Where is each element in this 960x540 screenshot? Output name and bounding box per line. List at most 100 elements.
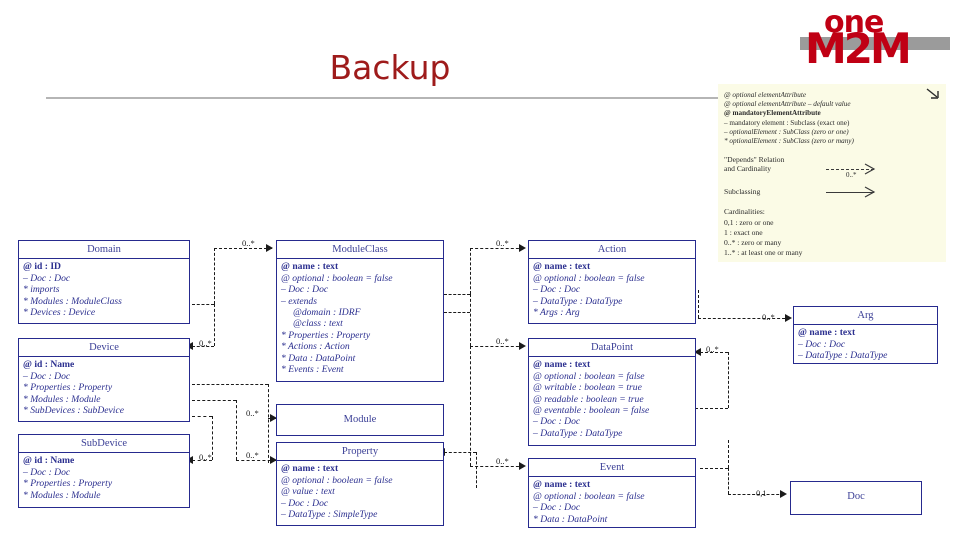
class-attribute: * Modules : Module xyxy=(23,393,101,405)
class-attribute: * Properties : Property xyxy=(23,478,113,490)
cardinality-label: 0..* xyxy=(496,336,509,346)
uml-class-action[interactable]: Action @ name : text @ optional : boolea… xyxy=(528,240,696,324)
class-attribute: * Actions : Action xyxy=(281,341,350,353)
connector-segment xyxy=(470,466,524,467)
connector-segment xyxy=(268,384,269,463)
legend-line-2: @ optional elementAttribute – default va… xyxy=(724,100,851,108)
legend-line-3: @ mandatoryElementAttribute xyxy=(724,109,821,117)
connector-segment xyxy=(470,346,524,347)
class-title: Action xyxy=(597,244,627,255)
class-attribute: * Data : DataPoint xyxy=(533,513,608,525)
class-attribute-list: @ name : text @ optional : boolean = fal… xyxy=(277,259,443,377)
legend-cardinality-3: 0..* : zero or many xyxy=(724,238,782,247)
class-attribute: – DataType : DataType xyxy=(533,427,623,439)
connector-segment xyxy=(470,294,471,346)
connector-segment xyxy=(444,294,470,295)
class-attribute: @ name : text xyxy=(281,463,339,475)
cardinality-label: 0..* xyxy=(762,312,775,322)
legend-line-1: @ optional elementAttribute xyxy=(724,91,807,99)
class-title: Doc xyxy=(847,491,865,502)
legend-line-5: – optionalElement : SubClass (zero or on… xyxy=(724,128,849,136)
legend-depends-arrowhead-icon xyxy=(864,163,876,175)
connector-segment xyxy=(192,346,214,347)
class-attribute: – Doc : Doc xyxy=(23,272,71,284)
class-attribute: @ name : text xyxy=(533,479,591,491)
legend-cardinality-4: 1..* : at least one or many xyxy=(724,248,803,257)
class-title: Device xyxy=(89,342,119,353)
connector-arrowhead-icon xyxy=(270,414,277,422)
uml-class-moduleclass[interactable]: ModuleClass @ name : text @ optional : b… xyxy=(276,240,444,382)
class-attribute: @domain : IDRF xyxy=(293,306,361,318)
onem2m-logo: one M2M xyxy=(800,8,950,70)
class-attribute: @ id : Name xyxy=(23,455,75,467)
class-attribute: @ name : text xyxy=(281,261,339,273)
class-separator xyxy=(794,324,937,326)
legend-subclassing-arrowhead-icon xyxy=(864,186,876,198)
connector-arrowhead-icon xyxy=(519,462,526,470)
connector-segment xyxy=(698,290,699,318)
legend-depends-dashed-line xyxy=(826,169,874,170)
uml-class-doc[interactable]: Doc xyxy=(790,481,922,515)
class-attribute: – Doc : Doc xyxy=(23,370,71,382)
class-attribute: – Doc : Doc xyxy=(798,338,846,350)
class-attribute: * Modules : Module xyxy=(23,489,101,501)
class-attribute: @ optional : boolean = false xyxy=(281,474,393,486)
class-separator xyxy=(529,258,695,260)
class-attribute: * Properties : Property xyxy=(281,329,371,341)
connector-segment xyxy=(728,494,784,495)
uml-class-module[interactable]: Module xyxy=(276,404,444,436)
class-attribute: @ id : Name xyxy=(23,359,75,371)
class-attribute: @ name : text xyxy=(798,327,856,339)
connector-segment xyxy=(236,400,237,460)
connector-segment xyxy=(236,460,276,461)
uml-class-device[interactable]: Device @ id : Name – Doc : Doc * Propert… xyxy=(18,338,190,422)
legend-cardinality-2: 1 : exact one xyxy=(724,228,763,237)
connector-segment xyxy=(700,468,728,469)
cardinality-label: 0..* xyxy=(199,338,212,348)
legend-line-6: * optionalElement : SubClass (zero or ma… xyxy=(724,137,854,145)
connector-segment xyxy=(470,346,471,466)
class-title: Arg xyxy=(857,310,874,321)
class-attribute: * Devices : Device xyxy=(23,306,96,318)
class-attribute: – extends xyxy=(281,295,317,307)
class-separator xyxy=(277,460,443,462)
class-attribute: – Doc : Doc xyxy=(281,284,329,296)
title-divider xyxy=(46,97,726,99)
class-attribute: * Args : Arg xyxy=(533,306,580,318)
connector-segment xyxy=(214,304,215,346)
class-attribute: @ name : text xyxy=(533,359,591,371)
connector-segment xyxy=(192,416,212,417)
uml-class-domain[interactable]: Domain @ id : ID – Doc : Doc * imports *… xyxy=(18,240,190,324)
uml-class-arg[interactable]: Arg @ name : text – Doc : Doc – DataType… xyxy=(793,306,938,364)
class-attribute-list: @ id : Name – Doc : Doc * Properties : P… xyxy=(19,357,189,418)
class-attribute: @ writable : boolean = true xyxy=(533,382,642,394)
uml-class-datapoint[interactable]: DataPoint @ name : text @ optional : boo… xyxy=(528,338,696,446)
legend-depends-cardinality: 0..* xyxy=(846,171,857,179)
connector-segment xyxy=(728,440,729,468)
connector-segment xyxy=(444,312,470,313)
legend-line-4: – mandatory element : Subclass (exact on… xyxy=(724,119,850,127)
uml-class-event[interactable]: Event @ name : text @ optional : boolean… xyxy=(528,458,696,528)
class-attribute: – Doc : Doc xyxy=(23,466,71,478)
class-attribute: @class : text xyxy=(293,318,343,330)
cardinality-label: 0..* xyxy=(496,456,509,466)
class-title: SubDevice xyxy=(80,438,128,449)
class-attribute: @ name : text xyxy=(533,261,591,273)
cardinality-label: 0..* xyxy=(199,452,212,462)
uml-class-property[interactable]: Property @ name : text @ optional : bool… xyxy=(276,442,444,526)
connector-segment xyxy=(192,460,212,461)
logo-gray-bar xyxy=(800,37,950,50)
class-attribute-list: @ name : text – Doc : Doc – DataType : D… xyxy=(794,325,937,363)
legend-subclassing-label: Subclassing xyxy=(724,187,761,196)
connector-segment xyxy=(192,384,268,385)
diagram-legend: @ optional elementAttribute @ optional e… xyxy=(718,84,946,262)
class-title: ModuleClass xyxy=(332,244,388,255)
class-attribute: – DataType : DataType xyxy=(798,350,888,362)
uml-class-subdevice[interactable]: SubDevice @ id : Name – Doc : Doc * Prop… xyxy=(18,434,190,508)
class-attribute: @ optional : boolean = false xyxy=(533,490,645,502)
class-attribute: * Events : Event xyxy=(281,363,344,375)
legend-depends-label-1: "Depends" Relation xyxy=(724,155,785,164)
legend-subclassing-line xyxy=(826,192,874,193)
connector-segment xyxy=(698,318,790,319)
cardinality-label: 0..* xyxy=(246,408,259,418)
